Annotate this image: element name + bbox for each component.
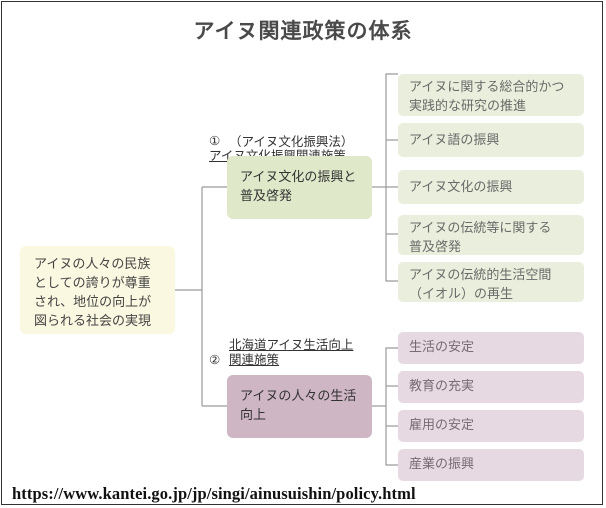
- leaf-ainu-culture: アイヌ文化の振興: [398, 170, 584, 204]
- leaf-education: 教育の充実: [398, 371, 584, 403]
- leaf-tradition-awareness: アイヌの伝統等に関する 普及啓発: [398, 215, 584, 255]
- section2-heading: ②: [209, 337, 220, 367]
- leaf-livelihood-stability: 生活の安定: [398, 332, 584, 364]
- section1-law: （アイヌ文化振興法）: [229, 134, 354, 149]
- source-url: https://www.kantei.go.jp/jp/singi/ainusu…: [12, 484, 416, 503]
- culture-promotion-box: アイヌ文化の振興と 普及啓発: [227, 156, 372, 219]
- goal-box: アイヌの人々の民族 としての誇りが尊重 され、地位の向上が 図られる社会の実現: [20, 246, 175, 334]
- section1-number: ①: [209, 133, 221, 148]
- leaf-ior-restoration: アイヌの伝統的生活空間 （イオル）の再生: [398, 262, 584, 302]
- leaf-employment: 雇用の安定: [398, 410, 584, 442]
- leaf-ainu-language: アイヌ語の振興: [398, 123, 584, 157]
- livelihood-box: アイヌの人々の生活 向上: [227, 375, 372, 438]
- section2-number: ②: [209, 352, 221, 367]
- diagram-title: アイヌ関連政策の体系: [193, 19, 413, 43]
- leaf-research: アイヌに関する総合的かつ 実践的な研究の推進: [398, 74, 584, 116]
- section2-label: 北海道アイヌ生活向上 関連施策: [229, 337, 354, 367]
- leaf-industry: 産業の振興: [398, 449, 584, 481]
